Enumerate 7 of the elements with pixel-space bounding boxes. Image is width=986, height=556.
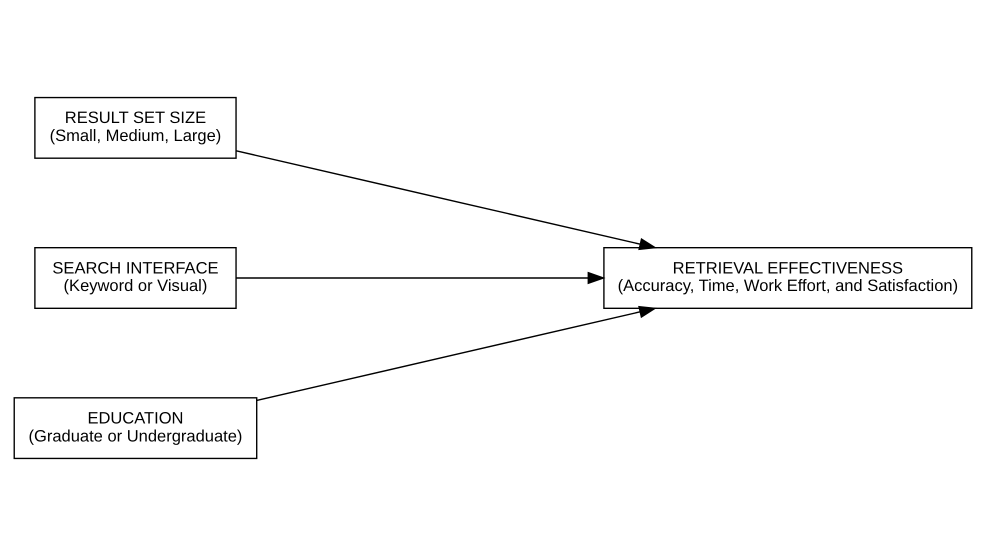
arrow xyxy=(256,306,657,402)
node-box: EDUCATION (Graduate or Undergraduate) xyxy=(14,397,258,460)
node-box: SEARCH INTERFACE (Keyword or Visual) xyxy=(34,247,237,309)
node-box: RESULT SET SIZE (Small, Medium, Large) xyxy=(34,96,237,159)
arrow xyxy=(236,150,658,250)
node-box: RETRIEVAL EFFECTIVENESS (Accuracy, Time, Work Effort, and Satisfaction) xyxy=(603,247,972,309)
arrow xyxy=(236,272,606,284)
